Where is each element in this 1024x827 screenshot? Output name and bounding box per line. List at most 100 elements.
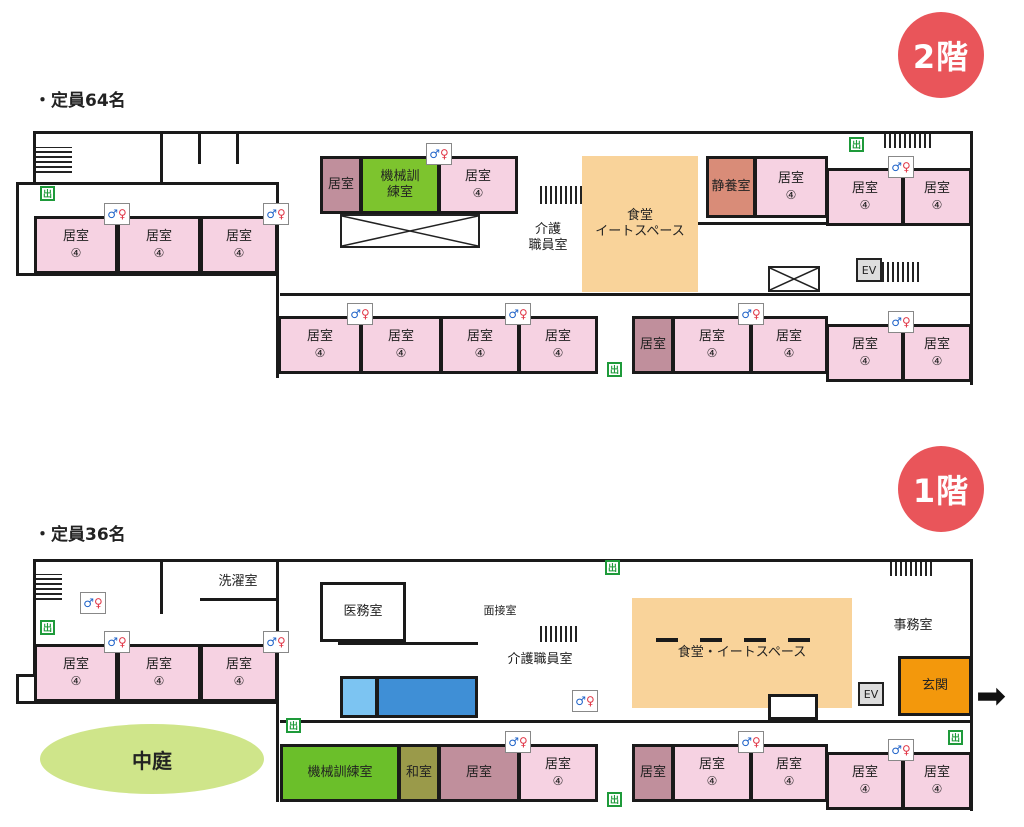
- toilet-icon: ♂♀: [263, 631, 289, 653]
- rest-room: 静養室: [706, 156, 756, 218]
- toilet-icon: ♂♀: [888, 311, 914, 333]
- dining-room: 食堂・イートスペース: [632, 598, 852, 708]
- stairs: [890, 562, 932, 576]
- wall: [160, 562, 163, 614]
- resident-room: 居室: [438, 744, 520, 802]
- bath-room: [340, 676, 378, 718]
- toilet-icon: ♂♀: [104, 203, 130, 225]
- toilet-icon: ♂♀: [505, 731, 531, 753]
- toilet-icon: ♂♀: [888, 156, 914, 178]
- toilet-icon: ♂♀: [104, 631, 130, 653]
- void-cross-icon: [341, 215, 479, 247]
- elevator-shaft: [340, 214, 480, 248]
- wall: [198, 134, 201, 164]
- wall: [276, 182, 279, 378]
- toilet-icon: ♂♀: [738, 731, 764, 753]
- toilet-icon: ♂♀: [426, 143, 452, 165]
- wall: [16, 182, 36, 185]
- wall: [33, 131, 36, 183]
- wall: [236, 134, 239, 164]
- resident-room: 居室: [632, 744, 674, 802]
- wall: [338, 642, 478, 645]
- toilet-icon: ♂♀: [263, 203, 289, 225]
- laundry-room: 洗濯室: [218, 574, 258, 589]
- care-staff-room: 介護職員室: [507, 652, 573, 667]
- floor-1-badge: 1階: [898, 446, 984, 532]
- interview-room: 面接室: [483, 604, 517, 617]
- wall: [33, 182, 278, 185]
- wall: [970, 131, 973, 385]
- partition: [744, 638, 766, 642]
- exit-icon: 出: [849, 137, 864, 152]
- wall: [16, 273, 279, 276]
- stairs: [882, 262, 922, 282]
- floor-2-capacity: ・定員64名: [34, 91, 126, 111]
- office-room: 事務室: [893, 618, 933, 633]
- resident-room: 居室: [632, 316, 674, 374]
- exit-icon: 出: [607, 362, 622, 377]
- exit-icon: 出: [40, 186, 55, 201]
- wall: [33, 559, 973, 562]
- toilet-icon: ♂♀: [888, 739, 914, 761]
- stairs: [540, 626, 580, 642]
- wall: [160, 134, 163, 184]
- wall: [16, 674, 36, 677]
- bar-counter: [768, 694, 818, 720]
- elevator-shaft: [768, 266, 820, 292]
- stairs: [36, 147, 72, 173]
- dining-room: 食堂イートスペース: [582, 156, 698, 292]
- resident-room: 居室: [320, 156, 362, 214]
- care-staff-room: 介護職員室: [528, 222, 568, 254]
- toilet-icon: ♂♀: [738, 303, 764, 325]
- wall: [280, 720, 970, 723]
- exit-icon: 出: [605, 560, 620, 575]
- exit-icon: 出: [40, 620, 55, 635]
- entrance-arrow-icon: ➡: [976, 676, 1007, 717]
- stairs: [36, 574, 62, 600]
- stairs: [540, 186, 582, 204]
- wall: [16, 674, 19, 704]
- stairs: [884, 134, 932, 148]
- partition: [656, 638, 678, 642]
- partition: [788, 638, 810, 642]
- courtyard: 中庭: [40, 724, 264, 794]
- toilet-icon: ♂♀: [347, 303, 373, 325]
- japanese-room: 和室: [398, 744, 440, 802]
- floor-1-capacity: ・定員36名: [34, 525, 126, 545]
- exit-icon: 出: [286, 718, 301, 733]
- entrance-hall: 玄関: [898, 656, 972, 716]
- wall: [200, 598, 276, 601]
- elevator-icon: EV: [858, 682, 884, 706]
- training-room: 機械訓練室: [280, 744, 400, 802]
- bath-room: [376, 676, 478, 718]
- toilet-icon: ♂♀: [505, 303, 531, 325]
- wall: [16, 182, 19, 276]
- exit-icon: 出: [607, 792, 622, 807]
- exit-icon: 出: [948, 730, 963, 745]
- partition: [700, 638, 722, 642]
- wall: [33, 131, 973, 134]
- toilet-icon: ♂♀: [572, 690, 598, 712]
- void-cross-icon: [769, 267, 819, 291]
- medical-room: 医務室: [320, 582, 406, 642]
- wall: [33, 559, 36, 675]
- wall: [280, 293, 970, 296]
